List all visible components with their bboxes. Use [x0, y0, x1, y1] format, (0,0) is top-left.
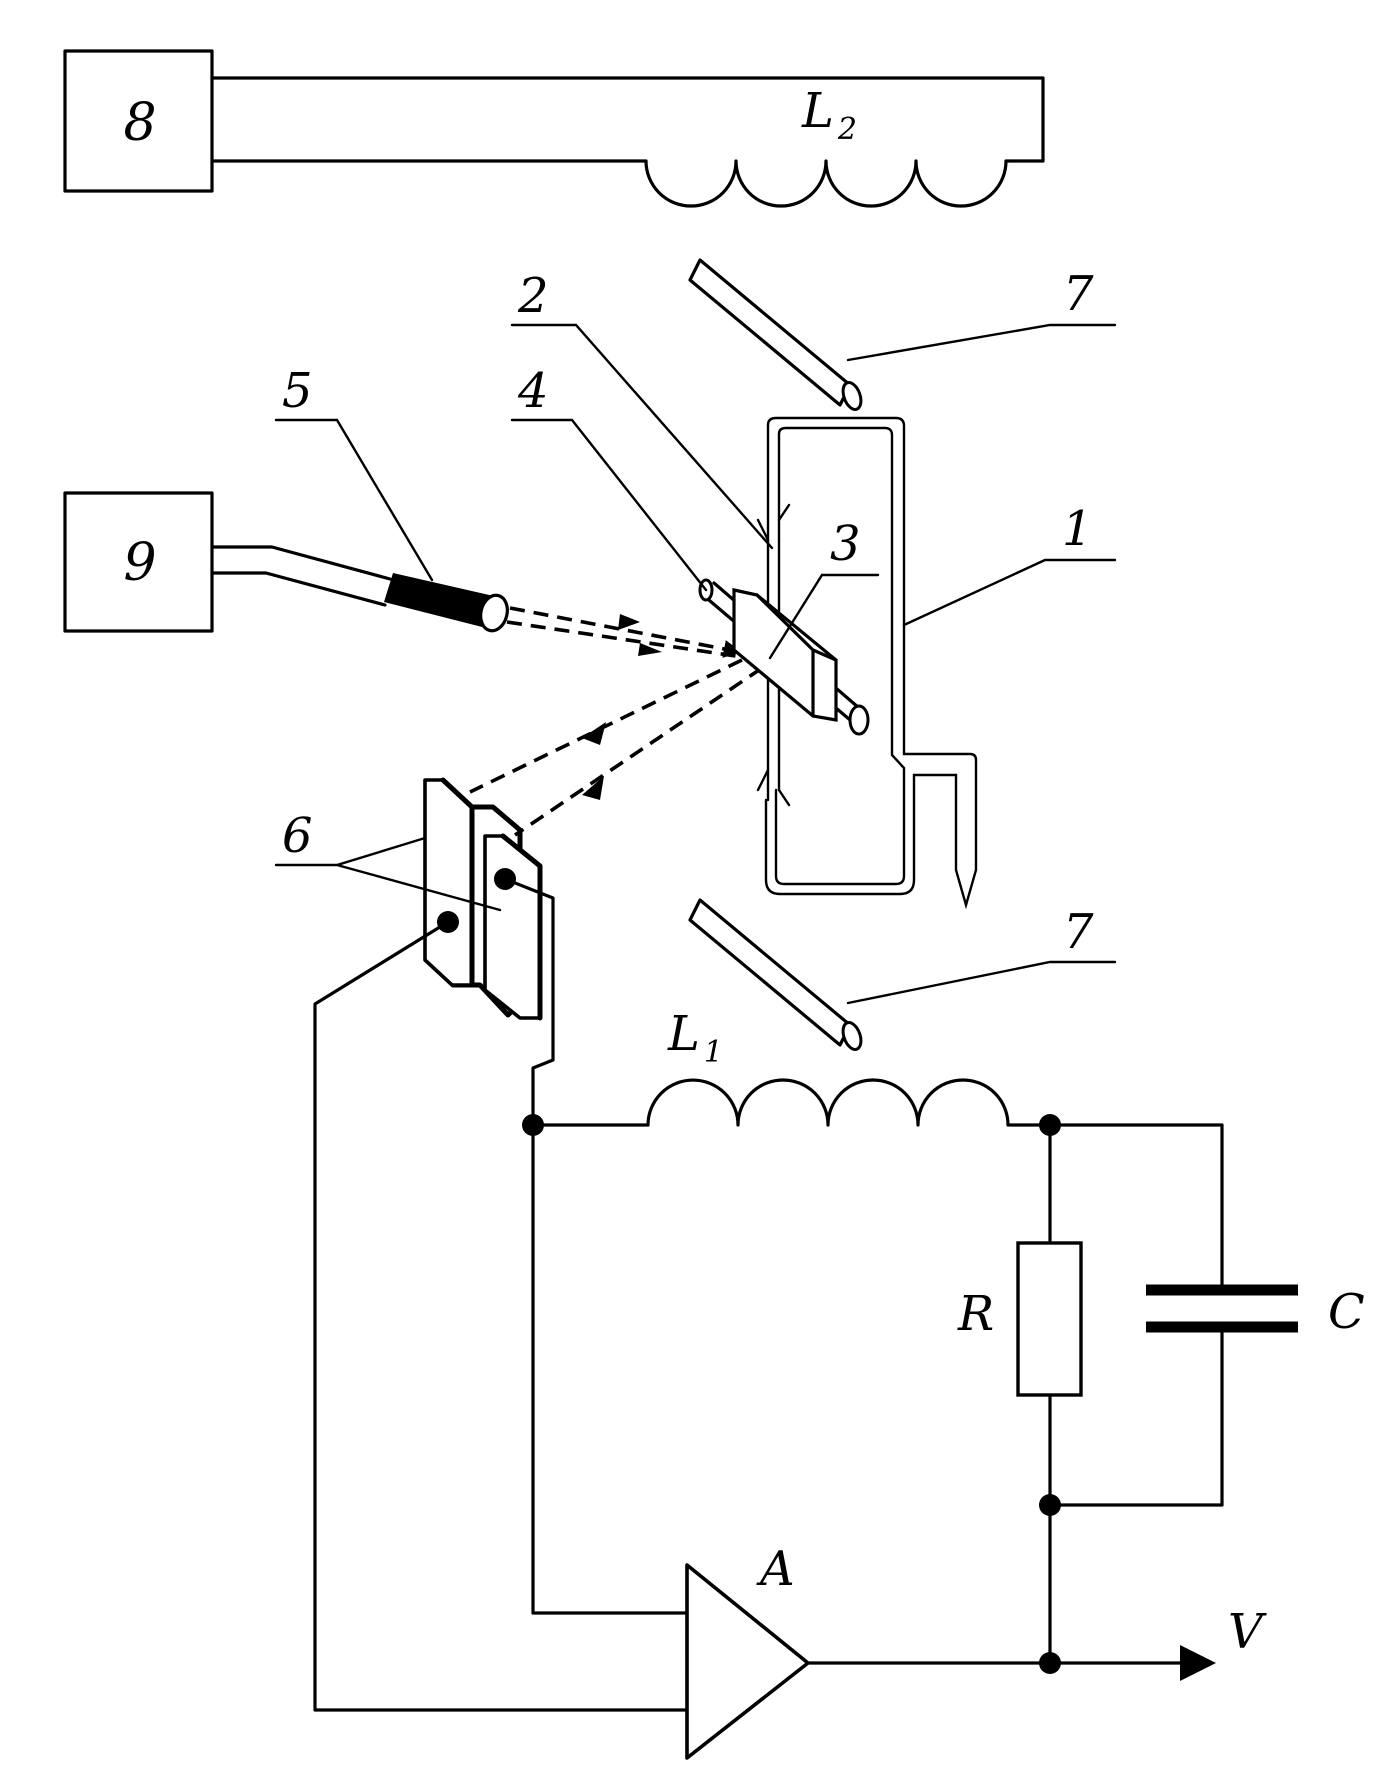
coil-l1 — [646, 1078, 1052, 1127]
detector-plate-right — [483, 834, 542, 1020]
photodetector-6 — [423, 777, 543, 1021]
electrode-7-lower — [688, 898, 863, 1051]
fiber-lead-lower — [210, 571, 387, 607]
rod-end-lower — [848, 704, 870, 736]
reflected-beam-2 — [513, 666, 764, 837]
rc-capacitor-loop — [1048, 1123, 1224, 1507]
amplifier-label: A — [756, 1541, 795, 1597]
label-7-upper: 7 — [846, 266, 1117, 362]
svg-text:6: 6 — [282, 808, 313, 864]
label-4: 4 — [510, 363, 708, 592]
beam-arrow-3 — [582, 722, 606, 745]
l2-upper-lead — [210, 76, 1045, 163]
label-1: 1 — [902, 501, 1117, 627]
resistor-r — [1016, 1241, 1083, 1397]
fiber-sleeve-5 — [384, 573, 498, 629]
amplifier-a — [685, 1563, 810, 1760]
beam-arrow-1 — [618, 614, 640, 630]
beam-arrow-2 — [638, 643, 662, 656]
svg-text:5: 5 — [282, 363, 313, 419]
junction-dot — [1039, 1494, 1061, 1516]
output-arrow — [1180, 1645, 1216, 1681]
box-8-label: 8 — [123, 93, 156, 153]
label-6: 6 — [274, 808, 502, 912]
reflected-beam-1 — [469, 658, 743, 794]
incident-beam-1 — [509, 606, 742, 658]
electrode-7-upper — [688, 258, 863, 411]
resistor-label: R — [957, 1286, 994, 1342]
label-3: 3 — [768, 516, 880, 660]
light-source-box-9: 9 — [63, 491, 214, 633]
label-2: 2 — [510, 268, 774, 550]
svg-text:4: 4 — [517, 363, 549, 419]
beam-arrow-4 — [582, 776, 604, 800]
wire-detector-to-amp — [313, 920, 689, 1712]
generator-box-8: 8 — [63, 49, 214, 193]
svg-text:7: 7 — [1063, 266, 1094, 322]
wire-detector-to-l1 — [503, 877, 555, 1127]
label-5: 5 — [274, 363, 434, 582]
label-7-lower: 7 — [846, 904, 1117, 1005]
wire-l1-to-amp — [531, 1123, 689, 1615]
fiber-lead-upper — [210, 545, 392, 581]
svg-text:2: 2 — [517, 268, 549, 324]
tuning-fork-1 — [756, 416, 978, 910]
output-label: V — [1228, 1604, 1267, 1660]
incident-beam-2 — [506, 620, 743, 659]
capacitor-label: C — [1328, 1284, 1365, 1340]
mirror-assembly — [698, 578, 870, 736]
svg-text:1: 1 — [1062, 501, 1093, 557]
detector-plate-left — [423, 778, 474, 987]
svg-text:3: 3 — [830, 516, 861, 572]
fiber-tip — [479, 593, 509, 633]
coil-l2 — [644, 159, 1012, 208]
junction-dot — [1039, 1652, 1061, 1674]
box-9-label: 9 — [123, 533, 156, 593]
svg-text:7: 7 — [1063, 904, 1094, 960]
junction-dot — [522, 1114, 544, 1136]
junction-dot — [1039, 1114, 1061, 1136]
